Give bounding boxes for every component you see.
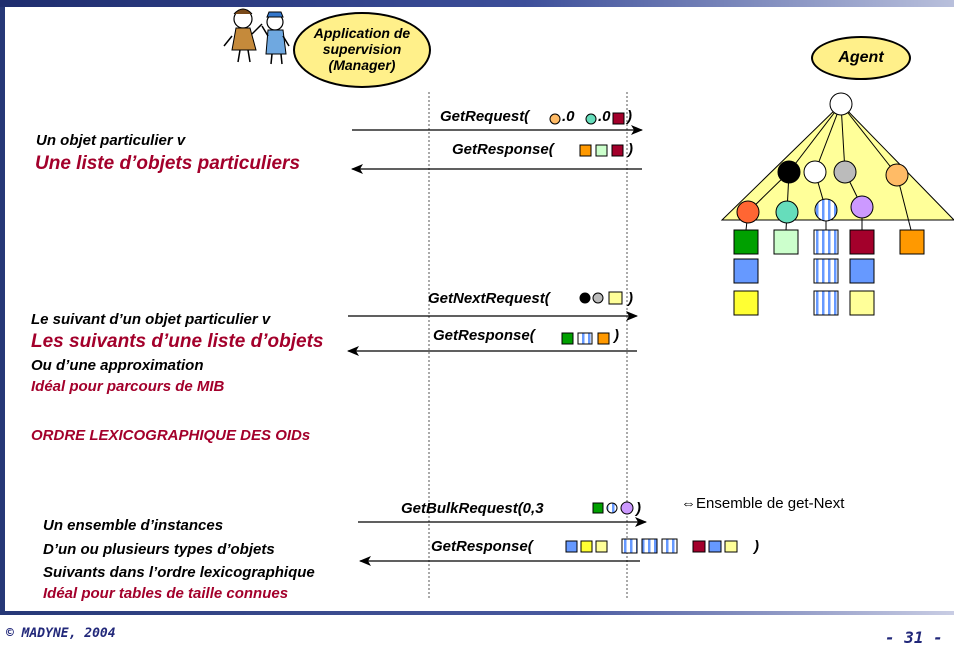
copyright-label: © MADYNE, 2004 bbox=[6, 626, 116, 641]
instance-box bbox=[849, 229, 875, 255]
agent-ellipse: Agent bbox=[811, 36, 911, 80]
tree-node bbox=[833, 160, 857, 184]
manager-label-line1: Application de bbox=[313, 25, 411, 42]
getresponse-label-1: GetResponse( bbox=[452, 141, 554, 158]
section3-line4: Idéal pour tables de taille connues bbox=[43, 585, 289, 602]
tree-node bbox=[775, 200, 799, 224]
getresponse-close-2: ) bbox=[614, 327, 619, 344]
tree-node bbox=[814, 198, 838, 222]
getnextrequest-label: GetNextRequest( bbox=[428, 290, 550, 307]
manager-label-line2: supervision bbox=[322, 41, 402, 58]
instance-box bbox=[813, 258, 839, 284]
instance-box bbox=[773, 229, 799, 255]
tree-node bbox=[885, 163, 909, 187]
section2-line3: Ou d’une approximation bbox=[31, 357, 204, 374]
getresponse-label-2: GetResponse( bbox=[433, 327, 535, 344]
tree-node bbox=[803, 160, 827, 184]
section2-line2: Les suivants d’une liste d’objets bbox=[31, 331, 324, 352]
getbulkrequest-label: GetBulkRequest(0,3 bbox=[401, 500, 544, 517]
get-next-equivalence-note: ⇔Ensemble de get-Next bbox=[681, 495, 845, 512]
section3-line3: Suivants dans l’ordre lexicographique bbox=[43, 564, 315, 581]
getrequest-oid1: .0 bbox=[562, 108, 575, 125]
section3-line2: D’un ou plusieurs types d’objets bbox=[43, 541, 275, 558]
tree-node bbox=[829, 92, 853, 116]
getresponse-close-1: ) bbox=[628, 141, 633, 158]
section1-line1: Un objet particulier v bbox=[36, 132, 186, 149]
section2-line1: Le suivant d’un objet particulier v bbox=[31, 311, 271, 328]
instance-box bbox=[733, 229, 759, 255]
tree-node bbox=[777, 160, 801, 184]
mib-tree bbox=[720, 92, 954, 316]
getbulkrequest-close: ) bbox=[636, 500, 641, 517]
left-bar bbox=[0, 7, 5, 611]
manager-label-line3: (Manager) bbox=[328, 56, 396, 73]
agent-label: Agent bbox=[838, 49, 884, 67]
tree-node bbox=[736, 200, 760, 224]
section3-line1: Un ensemble d’instances bbox=[43, 517, 224, 534]
people-clipart-icon bbox=[223, 8, 290, 65]
tree-node bbox=[850, 195, 874, 219]
getrequest-close: ) bbox=[627, 108, 632, 125]
instance-box bbox=[849, 290, 875, 316]
instance-box bbox=[813, 229, 839, 255]
getrequest-oid2: .0 bbox=[598, 108, 611, 125]
page-number: - 31 - bbox=[885, 628, 943, 647]
manager-ellipse: Application de supervision (Manager) bbox=[293, 12, 431, 88]
footer-rule bbox=[0, 611, 954, 615]
getrequest-label: GetRequest( bbox=[440, 108, 530, 125]
top-bar bbox=[0, 0, 954, 7]
getresponse-label-3: GetResponse( bbox=[431, 538, 533, 555]
instance-box bbox=[899, 229, 925, 255]
section2-line4: Idéal pour parcours de MIB bbox=[31, 378, 225, 395]
instance-box bbox=[813, 290, 839, 316]
getresponse-close-3: ) bbox=[754, 538, 759, 555]
instance-box bbox=[733, 290, 759, 316]
instance-box bbox=[733, 258, 759, 284]
getnextrequest-close: ) bbox=[628, 290, 633, 307]
section2-line5: ORDRE LEXICOGRAPHIQUE DES OIDs bbox=[31, 427, 311, 444]
instance-box bbox=[849, 258, 875, 284]
section1-line2: Une liste d’objets particuliers bbox=[35, 153, 301, 174]
